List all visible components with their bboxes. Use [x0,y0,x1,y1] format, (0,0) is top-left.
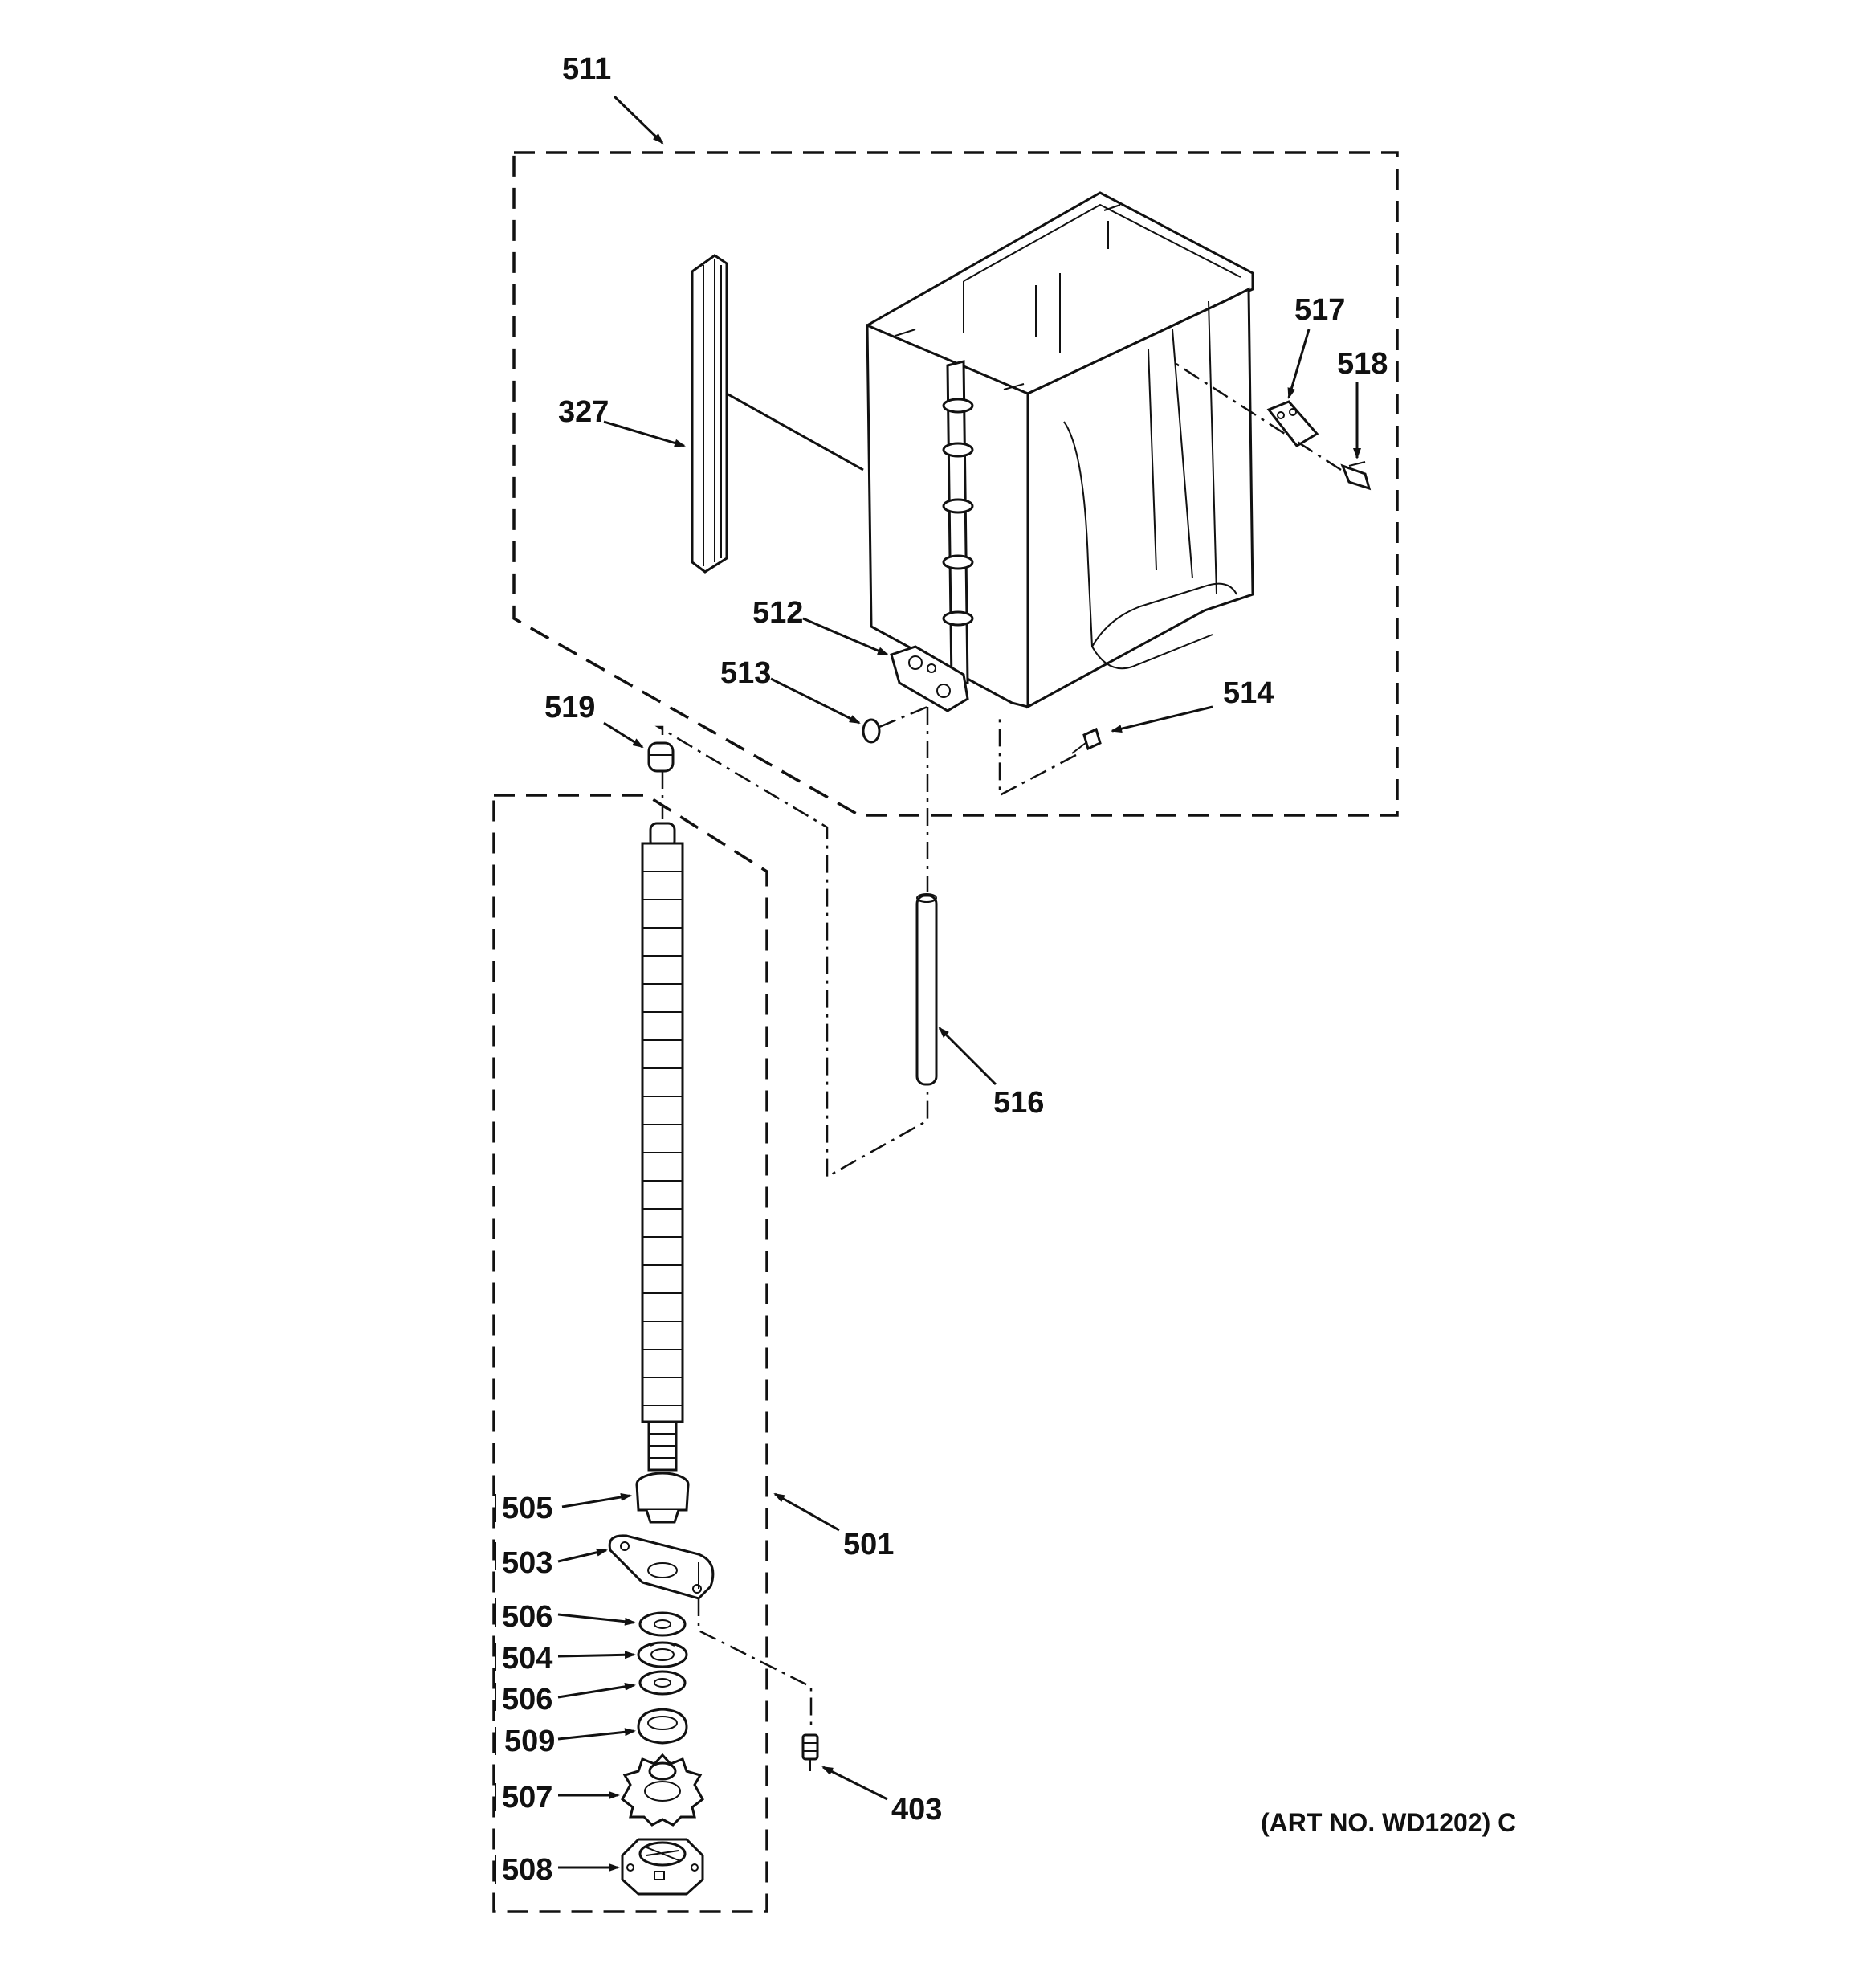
label-519: 519 [544,691,595,725]
bracket-517 [1266,400,1319,447]
assembly-501-boundary [492,794,768,1913]
washer-506-upper [638,1611,687,1637]
arrow-512 [802,617,889,656]
auger-shaft [641,822,684,1472]
flange-plate-503 [608,1534,813,1727]
label-518: 518 [1337,347,1388,381]
bushing-505 [635,1472,690,1524]
label-513: 513 [720,656,771,690]
arrow-505 [561,1493,632,1508]
label-504: 504 [502,1642,552,1676]
art-number: (ART NO. WD1202) C [1261,1808,1516,1837]
arrow-513 [770,677,861,725]
pin-516 [915,893,938,1086]
screw-403 [801,1733,819,1771]
label-508: 508 [502,1853,552,1887]
arrow-509 [557,1728,636,1741]
assembly-511-boundary [512,151,1399,817]
label-327: 327 [558,395,609,429]
arrow-327 [603,420,686,447]
sprocket-507 [621,1753,704,1827]
washer-513 [862,705,928,744]
hinge-coil [942,360,974,686]
label-506-lower: 506 [502,1683,552,1717]
gasket-leader-line [726,392,864,471]
washer-506-lower-hole [654,1678,671,1688]
spacer-509 [637,1708,688,1745]
label-509: 509 [504,1725,555,1758]
label-506-upper: 506 [502,1600,552,1634]
washer-506-upper-hole [654,1619,671,1629]
label-514: 514 [1223,676,1274,710]
label-503: 503 [502,1546,552,1580]
screw-514 [998,719,1102,798]
arrow-503 [557,1548,608,1563]
arrow-506-lower [557,1682,636,1699]
arrow-517 [1287,329,1311,399]
hinge-bracket-512 [890,645,969,712]
washer-506-lower [638,1670,687,1696]
thrust-bearing-504 [637,1641,688,1668]
label-403: 403 [891,1793,942,1827]
arrow-504 [557,1651,636,1659]
label-507: 507 [502,1781,552,1815]
label-511: 511 [562,52,611,86]
label-516: 516 [993,1086,1044,1120]
arrow-511 [613,95,664,145]
label-505: 505 [502,1492,552,1525]
label-517: 517 [1294,293,1345,327]
connection-line-a [654,725,929,1179]
cap-519 [647,741,675,773]
label-512: 512 [752,596,803,630]
ice-bucket-housing [866,191,1254,709]
arrow-514 [1111,705,1213,733]
arrow-516 [938,1027,997,1086]
gasket-strip-327 [691,254,728,574]
label-501: 501 [843,1528,894,1561]
arrow-506-upper [557,1613,636,1626]
screw-518 [1172,360,1372,491]
arrow-403 [821,1766,888,1801]
arrow-501 [773,1492,840,1532]
hex-nut-508 [621,1838,704,1896]
arrow-519 [603,721,644,749]
